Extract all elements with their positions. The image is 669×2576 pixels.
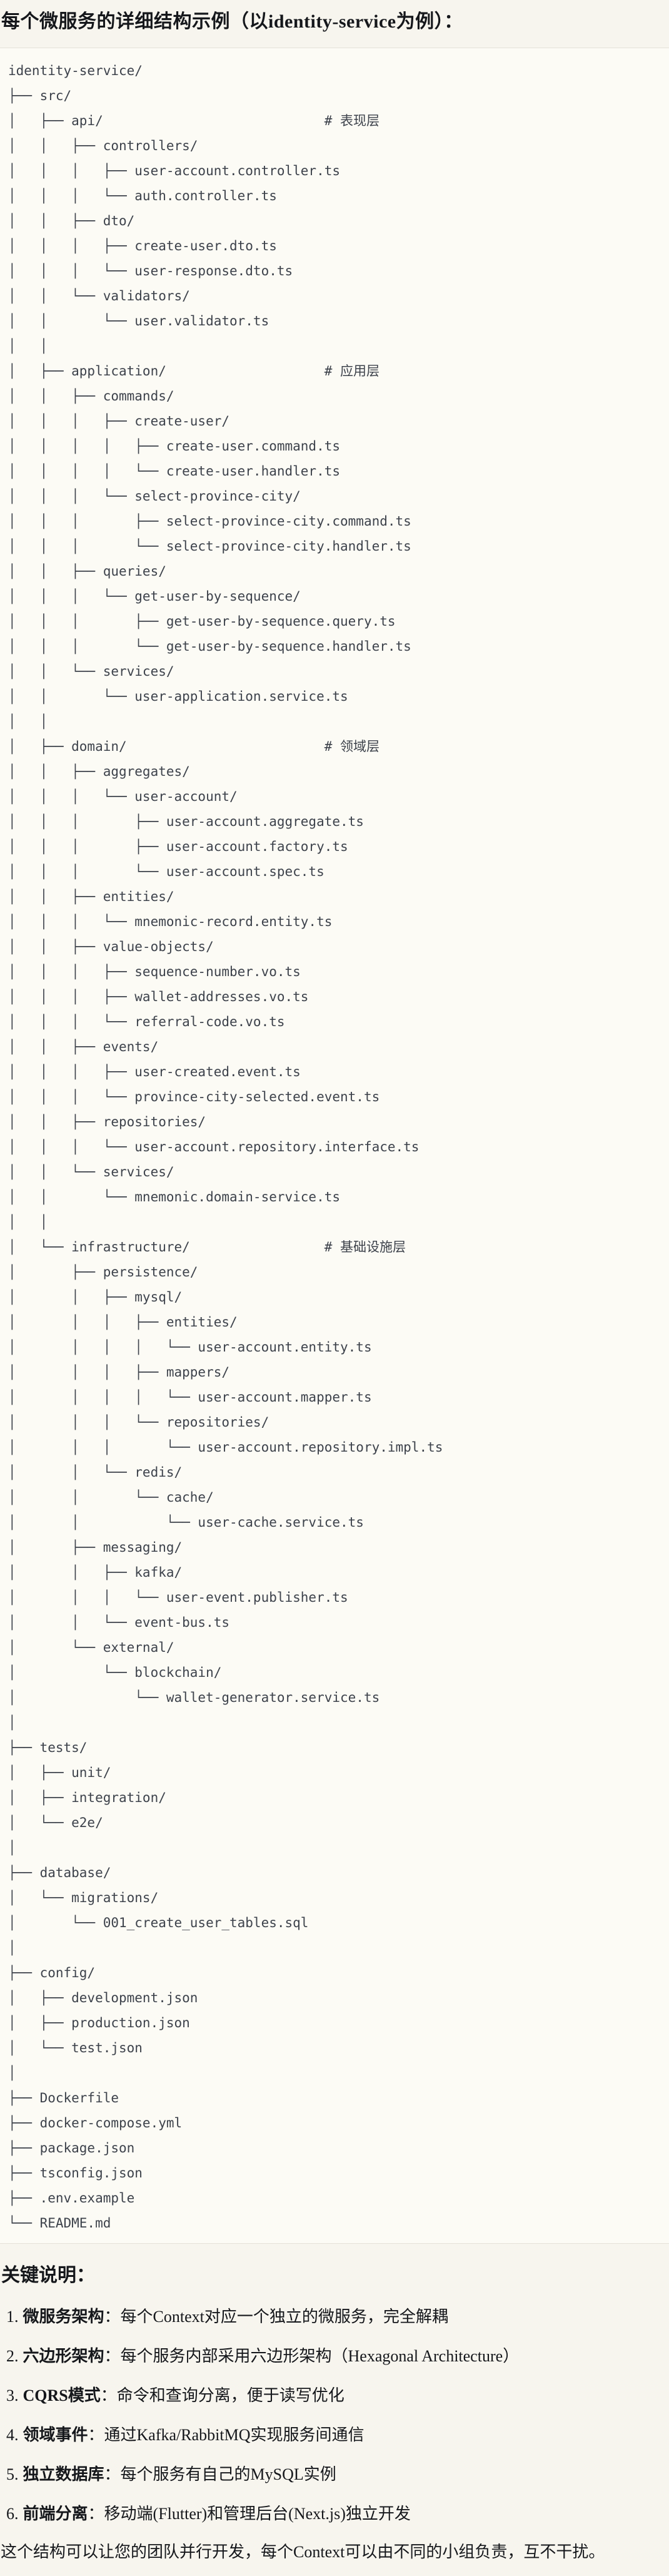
note-number: 6. xyxy=(6,2505,19,2523)
note-item-6: 6.前端分离：移动端(Flutter)和管理后台(Next.js)独立开发 xyxy=(0,2503,669,2524)
notes-list: 1.微服务架构：每个Context对应一个独立的微服务，完全解耦 2.六边形架构… xyxy=(0,2306,669,2524)
closing-paragraph: 这个结构可以让您的团队并行开发，每个Context可以由不同的小组负责，互不干扰… xyxy=(1,2543,605,2561)
note-description: 每个服务有自己的MySQL实例 xyxy=(120,2465,336,2483)
note-item-5: 5.独立数据库：每个服务有自己的MySQL实例 xyxy=(0,2464,669,2485)
note-separator: ： xyxy=(88,2426,104,2444)
note-term: 独立数据库 xyxy=(23,2465,104,2483)
note-separator: ： xyxy=(104,2308,121,2326)
note-description: 通过Kafka/RabbitMQ实现服务间通信 xyxy=(104,2426,365,2444)
note-separator: ： xyxy=(88,2505,104,2523)
note-item-3: 3.CQRS模式：命令和查询分离，便于读写优化 xyxy=(0,2385,669,2406)
note-separator: ： xyxy=(104,2347,121,2365)
directory-tree: identity-service/ ├── src/ │ ├── api/ # … xyxy=(8,63,443,2231)
notes-heading: 关键说明： xyxy=(1,2265,95,2286)
note-number: 4. xyxy=(6,2426,19,2444)
note-term: 六边形架构 xyxy=(23,2347,104,2365)
page-title: 每个微服务的详细结构示例（以identity-service为例）： xyxy=(1,11,463,32)
note-number: 5. xyxy=(6,2465,19,2483)
note-item-4: 4.领域事件：通过Kafka/RabbitMQ实现服务间通信 xyxy=(0,2425,669,2445)
note-separator: ： xyxy=(104,2465,121,2483)
note-item-1: 1.微服务架构：每个Context对应一个独立的微服务，完全解耦 xyxy=(0,2306,669,2327)
note-description: 命令和查询分离，便于读写优化 xyxy=(116,2386,345,2405)
note-description: 每个Context对应一个独立的微服务，完全解耦 xyxy=(120,2308,448,2326)
code-block: identity-service/ ├── src/ │ ├── api/ # … xyxy=(0,48,669,2244)
note-term: CQRS模式 xyxy=(23,2386,101,2405)
note-term: 领域事件 xyxy=(23,2426,88,2444)
note-term: 前端分离 xyxy=(23,2505,88,2523)
note-separator: ： xyxy=(100,2386,117,2405)
note-description: 移动端(Flutter)和管理后台(Next.js)独立开发 xyxy=(104,2505,411,2523)
note-number: 2. xyxy=(6,2347,19,2365)
note-item-2: 2.六边形架构：每个服务内部采用六边形架构（Hexagonal Architec… xyxy=(0,2346,669,2366)
note-number: 1. xyxy=(6,2308,19,2326)
note-term: 微服务架构 xyxy=(23,2308,104,2326)
note-number: 3. xyxy=(6,2386,19,2405)
note-description: 每个服务内部采用六边形架构（Hexagonal Architecture） xyxy=(120,2347,520,2365)
